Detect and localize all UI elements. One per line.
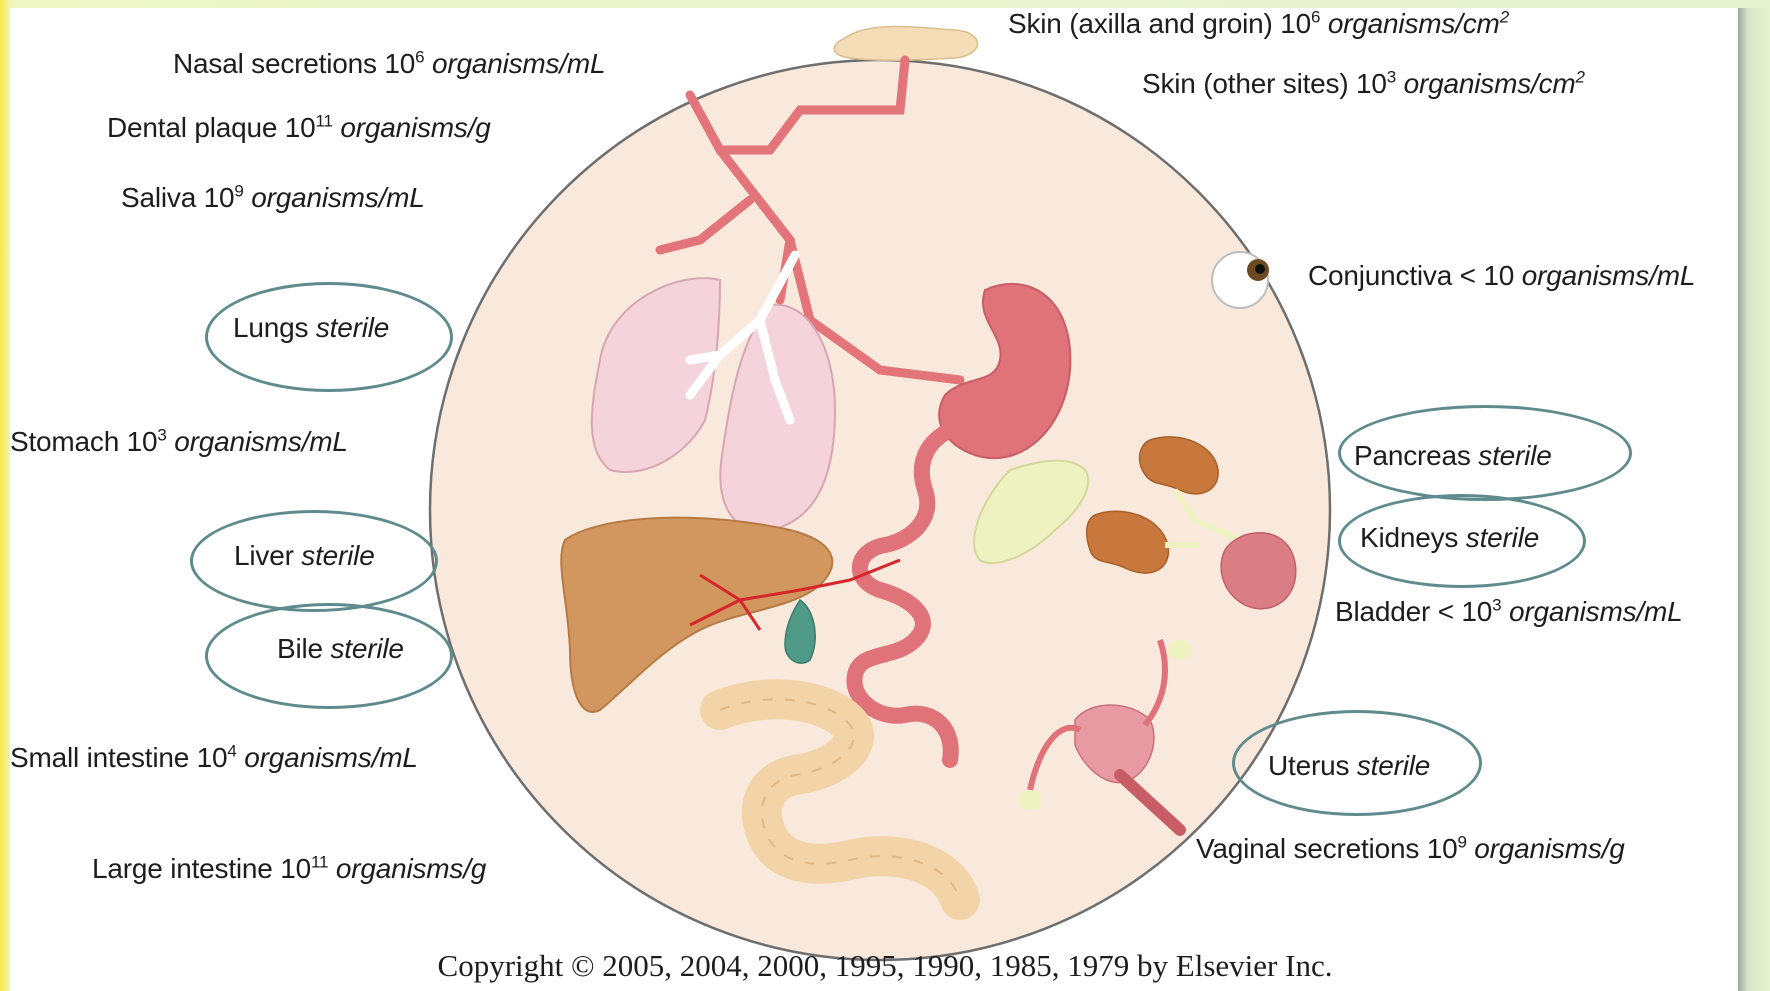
label-stomach: Stomach 103 organisms/mL [10,426,348,458]
label-vaginal-secretions: Vaginal secretions 109 organisms/g [1196,833,1625,865]
sterile-highlight-lungs [205,282,453,392]
body-circle [430,60,1330,960]
sterile-highlight-pancreas [1338,405,1632,501]
sterile-highlight-bile [205,603,453,709]
label-bladder: Bladder < 103 organisms/mL [1335,596,1682,628]
label-conjunctiva: Conjunctiva < 10 organisms/mL [1308,260,1695,292]
sterile-highlight-kidneys [1338,494,1586,588]
eye [1212,252,1269,308]
label-saliva: Saliva 109 organisms/mL [121,182,425,214]
sterile-highlight-liver [190,510,438,612]
label-nasal-secretions: Nasal secretions 106 organisms/mL [173,48,605,80]
skin-flap [834,27,977,61]
label-large-intestine: Large intestine 1011 organisms/g [92,853,486,885]
copyright-line: Copyright © 2005, 2004, 2000, 1995, 1990… [0,948,1770,984]
label-skin-other-sites: Skin (other sites) 103 organisms/cm2 [1142,68,1585,100]
label-small-intestine: Small intestine 104 organisms/mL [10,742,418,774]
sterile-highlight-uterus [1232,710,1482,816]
label-skin-axilla-groin: Skin (axilla and groin) 106 organisms/cm… [1008,8,1509,40]
label-dental-plaque: Dental plaque 1011 organisms/g [107,112,491,144]
